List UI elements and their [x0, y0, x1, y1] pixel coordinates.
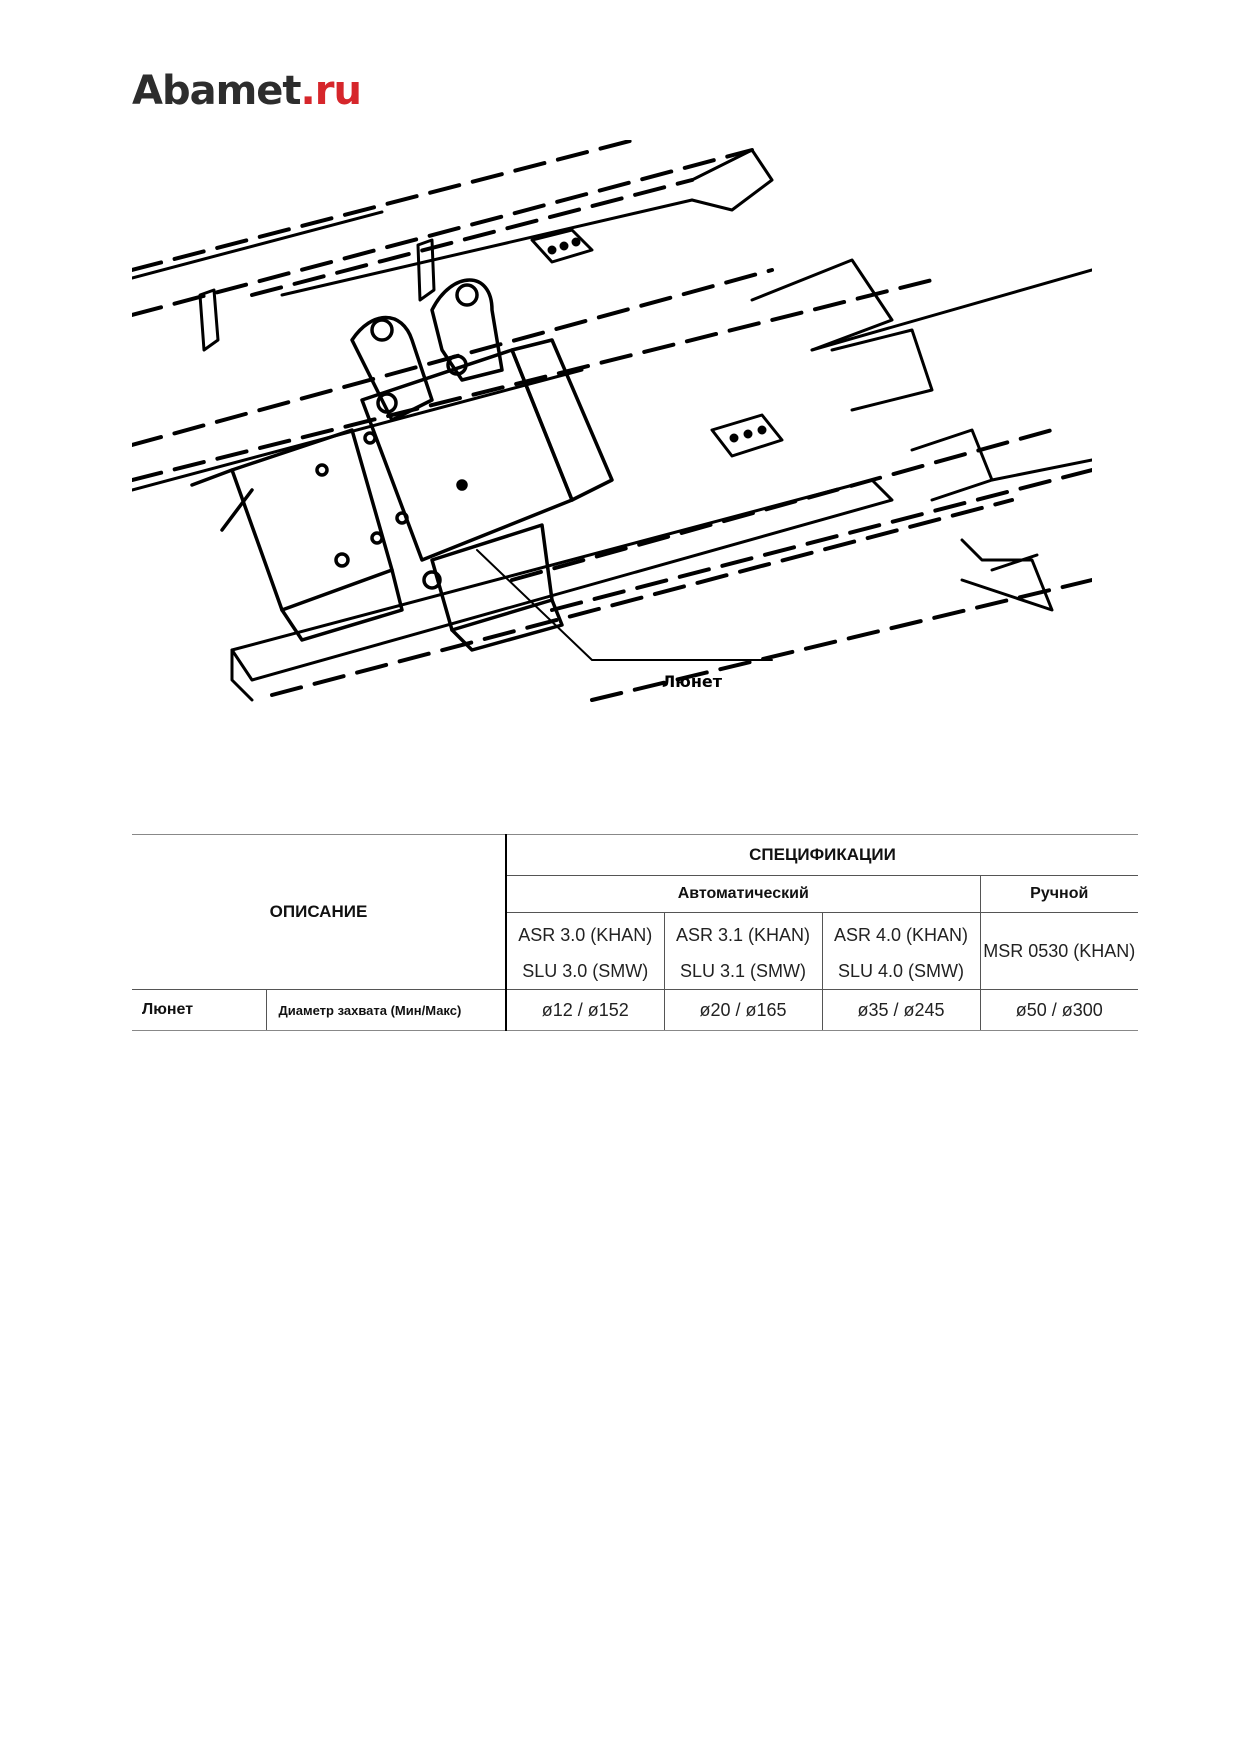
value-4: ø50 / ø300: [979, 989, 1138, 1031]
value-2: ø20 / ø165: [663, 989, 822, 1031]
value-1: ø12 / ø152: [505, 989, 664, 1031]
model-row-2: SLU 3.0 (SMW) SLU 3.1 (SMW) SLU 4.0 (SMW…: [132, 953, 1138, 990]
steady-rest-drawing: Люнет: [132, 140, 1092, 720]
model-2-line1: ASR 3.1 (KHAN): [663, 912, 822, 953]
manual-model: MSR 0530 (KHAN): [979, 912, 1138, 990]
model-1-line1: ASR 3.0 (KHAN): [505, 912, 664, 953]
description-header: ОПИСАНИЕ: [132, 834, 506, 990]
spec-header: СПЕЦИФИКАЦИИ: [505, 834, 1138, 876]
row-item: Люнет: [132, 989, 266, 1031]
group-manual-header: Ручной: [979, 875, 1138, 913]
model-2-line2: SLU 3.1 (SMW): [663, 953, 822, 990]
model-3-line2: SLU 4.0 (SMW): [821, 953, 980, 990]
brand-name: Abamet: [132, 68, 302, 114]
table-row: Люнет Диаметр захвата (Мин/Макс) ø12 / ø…: [132, 989, 1138, 1031]
value-3: ø35 / ø245: [821, 989, 980, 1031]
model-3-line1: ASR 4.0 (KHAN): [821, 912, 980, 953]
brand-tld: .ru: [300, 68, 362, 114]
group-header-row: Автоматический Ручной: [132, 875, 1138, 913]
spec-table: ОПИСАНИЕ СПЕЦИФИКАЦИИ Автоматический Руч…: [132, 834, 1138, 1031]
model-1-line2: SLU 3.0 (SMW): [505, 953, 664, 990]
brand-logo: Abamet.ru: [132, 68, 362, 114]
group-auto-header: Автоматический: [505, 875, 980, 913]
spec-header-row: ОПИСАНИЕ СПЕЦИФИКАЦИИ: [132, 834, 1138, 990]
callout-label: Люнет: [662, 672, 723, 691]
model-row-1: ASR 3.0 (KHAN) ASR 3.1 (KHAN) ASR 4.0 (K…: [132, 912, 1138, 990]
row-parameter: Диаметр захвата (Мин/Макс): [265, 989, 506, 1031]
